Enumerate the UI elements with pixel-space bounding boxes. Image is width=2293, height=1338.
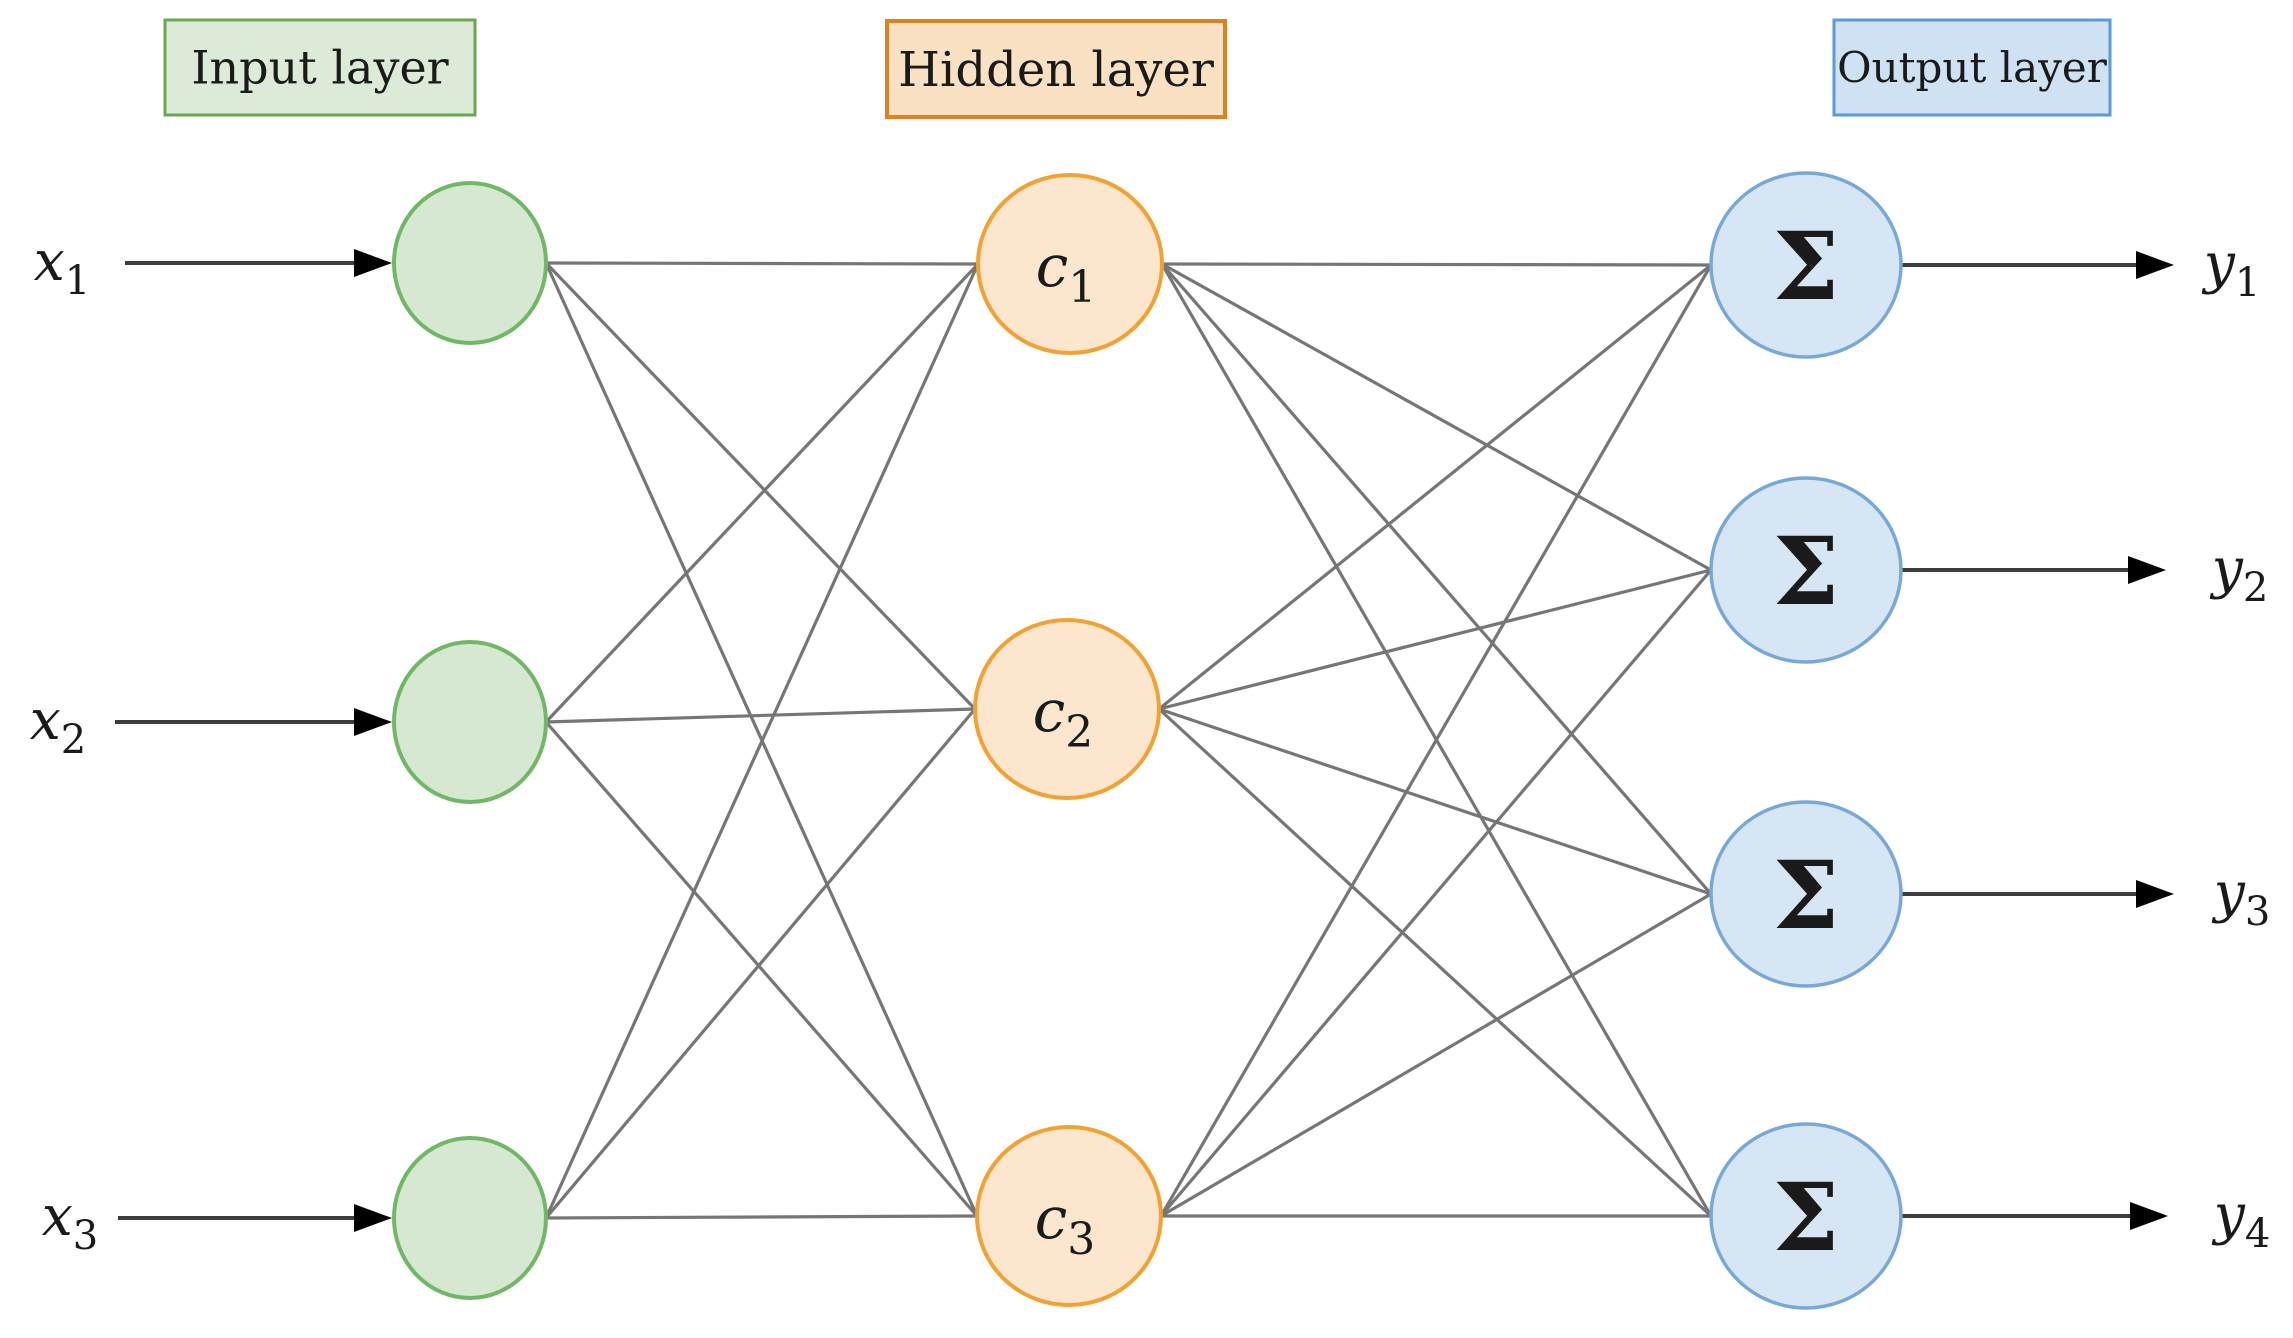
output-label-y4-base: y [2211, 1182, 2246, 1246]
input-arrow-2-head [354, 708, 392, 736]
output-label-y4: y4 [2211, 1182, 2271, 1257]
output-node-3 [1709, 800, 1903, 988]
hidden-node-label-3: c3 [1035, 1184, 1095, 1265]
output-label-y4-subscript: 4 [2245, 1211, 2270, 1257]
input-label-x2: x2 [30, 688, 86, 763]
hidden-node-1 [976, 173, 1164, 355]
input-label-x1: x1 [34, 229, 90, 304]
edge-input3-hidden1 [544, 263, 980, 1219]
input-node-1 [392, 181, 548, 345]
hidden-node-2 [973, 618, 1161, 800]
input-label-x1-subscript: 1 [65, 258, 90, 304]
input-label-x2-base: x [30, 688, 61, 752]
output-label-y2: y2 [2209, 536, 2269, 611]
edge-input3-hidden2 [544, 707, 977, 1220]
input-label-x1-base: x [34, 229, 65, 293]
sigma-symbol-2: Σ [1773, 517, 1839, 627]
hidden-node-label-1: c1 [1036, 232, 1096, 313]
edge-hidden2-output1 [1157, 263, 1713, 711]
edge-input2-hidden3 [544, 720, 979, 1218]
output-label-y1-base: y [2201, 231, 2236, 295]
nodes-group [392, 171, 1903, 1310]
edge-hidden1-output1 [1161, 262, 1712, 267]
output-label-y1: y1 [2201, 231, 2261, 306]
layer-box-label-1: Input layer [191, 41, 448, 95]
layer-box-1 [163, 18, 477, 117]
layer-box-2 [885, 19, 1227, 119]
edge-input3-hidden3 [545, 1214, 978, 1220]
arrows-group [115, 249, 2174, 1232]
input-arrow-3-head [354, 1204, 392, 1232]
output-node-4 [1709, 1122, 1903, 1310]
edge-hidden2-output4 [1157, 707, 1713, 1218]
input-node-2 [392, 640, 548, 804]
edge-hidden3-output3 [1160, 892, 1712, 1218]
output-label-y3-subscript: 3 [2245, 889, 2270, 935]
input-label-x2-subscript: 2 [61, 717, 86, 763]
output-label-y2-base: y [2209, 536, 2244, 600]
hidden-node-label-base-2: c [1033, 677, 1065, 745]
input-label-x3-base: x [42, 1184, 73, 1248]
edges-group [544, 261, 1713, 1220]
output-label-y2-subscript: 2 [2243, 565, 2268, 611]
sigma-symbol-3: Σ [1773, 841, 1839, 951]
sigma-symbol-4: Σ [1773, 1163, 1839, 1273]
edge-hidden2-output2 [1158, 568, 1712, 711]
edge-input1-hidden2 [544, 261, 977, 711]
edge-hidden1-output3 [1160, 262, 1713, 896]
output-label-y3: y3 [2211, 860, 2271, 935]
input-label-x3: x3 [42, 1184, 98, 1259]
layer-box-label-3: Output layer [1837, 43, 2108, 92]
layer-box-label-2: Hidden layer [898, 42, 1214, 98]
output-label-y3-base: y [2211, 860, 2246, 924]
input-node-3 [392, 1136, 548, 1300]
input-label-x3-subscript: 3 [73, 1213, 98, 1259]
output-arrow-1-head [2136, 251, 2174, 279]
edge-input2-hidden2 [545, 707, 976, 724]
edge-hidden3-output1 [1159, 264, 1713, 1217]
edge-input2-hidden1 [544, 262, 980, 724]
hidden-node-label-2: c2 [1033, 677, 1093, 758]
output-node-2 [1709, 476, 1903, 664]
edge-hidden3-output2 [1159, 568, 1713, 1218]
hidden-node-3 [975, 1125, 1163, 1307]
input-arrow-1-head [354, 249, 392, 277]
sigma-symbol-1: Σ [1773, 212, 1839, 322]
edge-input1-hidden1 [545, 261, 979, 266]
layer-boxes-group: Input layer Hidden layer Output layer [163, 18, 2112, 119]
hidden-node-label-subscript-2: 2 [1065, 707, 1093, 758]
output-node-1 [1709, 171, 1903, 359]
hidden-node-label-base-1: c [1036, 232, 1068, 300]
edge-hidden1-output2 [1161, 262, 1712, 572]
layer-box-3 [1832, 18, 2112, 117]
output-arrow-4-head [2130, 1202, 2168, 1230]
output-label-y1-subscript: 1 [2235, 260, 2260, 306]
output-arrow-2-head [2128, 556, 2166, 584]
output-arrow-3-head [2136, 880, 2174, 908]
hidden-node-label-subscript-3: 3 [1067, 1214, 1095, 1265]
edge-hidden2-output3 [1158, 707, 1712, 896]
hidden-node-label-subscript-1: 1 [1068, 262, 1096, 313]
hidden-node-label-base-3: c [1035, 1184, 1067, 1252]
